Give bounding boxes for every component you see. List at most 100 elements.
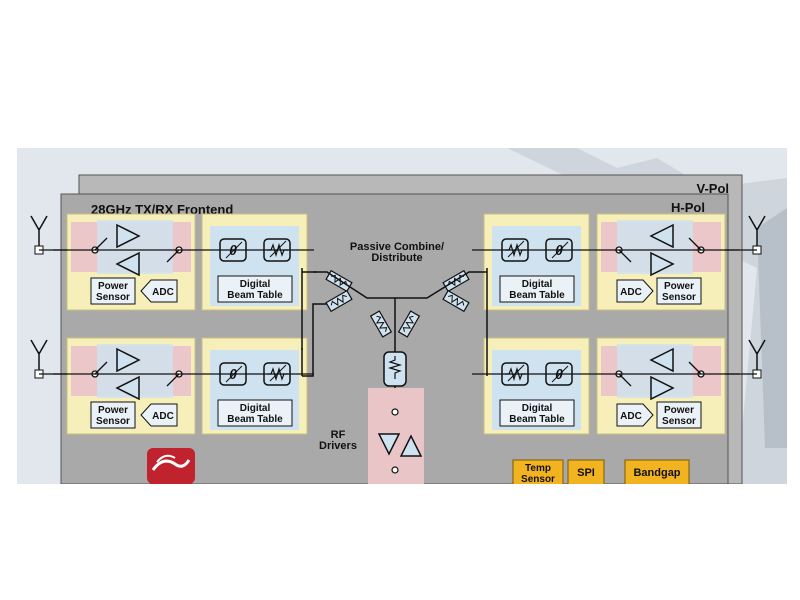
- combine-res-right-b-zigzag: [448, 294, 465, 307]
- wire-right-network: [395, 271, 487, 299]
- sensor-label-4: Sensor: [662, 416, 696, 427]
- switch-arm-a-2: [94, 361, 108, 375]
- temp-label: Temp: [525, 463, 551, 474]
- amp-bottom-2: [115, 375, 140, 401]
- power-label-2: Power: [98, 405, 128, 416]
- center-attenuator-zigzag: [387, 356, 403, 379]
- sensor-label-1: Sensor: [96, 292, 130, 303]
- combine-res-center-a: [369, 310, 393, 338]
- mountain-shadow: [757, 208, 787, 448]
- beam-table-label-2: Beam Table: [227, 414, 283, 425]
- combine-res-left-a-zigzag: [331, 274, 348, 287]
- power-sensor-box-3: [656, 277, 702, 305]
- rf-driver-amps: [377, 408, 423, 474]
- beam-table-box-1: [217, 275, 293, 303]
- passive-combine-label: Passive Combine/: [350, 241, 444, 253]
- adc-label-4: ADC: [620, 411, 642, 422]
- adc-box-4: [616, 403, 654, 427]
- beam-table-label-1: Beam Table: [227, 290, 283, 301]
- adc-box-2: [140, 403, 178, 427]
- combine-res-left-b: [325, 289, 353, 313]
- bandgap-box: [624, 459, 690, 484]
- logo-swoosh-2: [156, 454, 176, 463]
- switch-arm-b-2: [166, 373, 180, 387]
- rf-driver-amp-down: [377, 433, 401, 456]
- adc-box-1: [140, 279, 178, 303]
- adc-box-3: [616, 279, 654, 303]
- digital-label-1: Digital: [240, 279, 271, 290]
- distribute-label: Distribute: [371, 252, 422, 264]
- digital-label-2: Digital: [240, 403, 271, 414]
- rf-switch-node-top: [391, 408, 399, 416]
- spi-label: SPI: [577, 467, 595, 479]
- adc-label-2: ADC: [152, 411, 174, 422]
- switch-arm-a-1: [94, 237, 108, 251]
- hpol-label: H-Pol: [671, 200, 705, 215]
- switch-arm-b-3: [618, 249, 632, 263]
- spi-block: SPI: [567, 459, 605, 484]
- sensor-label-3: Sensor: [662, 292, 696, 303]
- switch-arm-b-4: [618, 373, 632, 387]
- logo-shape: [147, 448, 195, 484]
- rf-label: RF: [331, 429, 346, 441]
- power-sensor-box-4: [656, 401, 702, 429]
- switch-arm-a-4: [688, 361, 702, 375]
- power-sensor-box-2: [90, 401, 136, 429]
- amp-top-3: [649, 223, 674, 249]
- company-logo: [147, 448, 195, 484]
- switch-arm-a-3: [688, 237, 702, 251]
- spi-box: [567, 459, 605, 484]
- combine-res-left-b-zigzag: [330, 294, 347, 307]
- adc-label-1: ADC: [152, 287, 174, 298]
- amp-top-1: [116, 223, 141, 249]
- combine-res-right-a-zigzag: [447, 274, 464, 287]
- combine-res-center-b: [397, 310, 421, 338]
- attenuator-4-arrow: [507, 364, 525, 382]
- digital-label-3: Digital: [522, 279, 553, 290]
- power-label-1: Power: [98, 281, 128, 292]
- switch-arm-b-1: [166, 249, 180, 263]
- wire-left-lower-link: [302, 303, 327, 377]
- bandgap-label: Bandgap: [633, 467, 680, 479]
- combine-res-center-b-zigzag: [402, 315, 415, 332]
- center-attenuator: [383, 351, 407, 387]
- adc-label-3: ADC: [620, 287, 642, 298]
- attenuator-1-arrow: [269, 240, 287, 258]
- vpol-label: V-Pol: [696, 181, 729, 196]
- logo-swoosh: [151, 459, 191, 471]
- power-sensor-box-1: [90, 277, 136, 305]
- temp-sensor-block: Temp Sensor: [512, 459, 564, 484]
- amp-bottom-4: [650, 375, 675, 401]
- beam-table-label-3: Beam Table: [509, 290, 565, 301]
- attenuator-3-arrow: [507, 240, 525, 258]
- power-label-4: Power: [664, 405, 694, 416]
- beam-table-box-2: [217, 399, 293, 427]
- bandgap-block: Bandgap: [624, 459, 690, 484]
- temp-sensor-box: [512, 459, 564, 484]
- drivers-label: Drivers: [319, 440, 357, 452]
- combine-network: [301, 268, 488, 484]
- combine-res-right-b: [442, 289, 470, 313]
- rf-switch-node-bottom: [391, 466, 399, 474]
- attenuator-2-arrow: [269, 364, 287, 382]
- beam-table-box-3: [499, 275, 575, 303]
- diagram-canvas: V-Pol H-Pol 28GHz TX/RX Frontend PowerSe…: [17, 148, 787, 484]
- frontend-title: 28GHz TX/RX Frontend: [91, 202, 233, 217]
- beam-table-label-4: Beam Table: [509, 414, 565, 425]
- sensor-label-2: Sensor: [96, 416, 130, 427]
- amp-top-2: [116, 347, 141, 373]
- beam-table-box-4: [499, 399, 575, 427]
- wire-left-network: [313, 271, 395, 299]
- digital-label-4: Digital: [522, 403, 553, 414]
- amp-bottom-1: [115, 251, 140, 277]
- rf-driver-amp-up: [399, 434, 423, 457]
- combine-res-center-a-zigzag: [375, 315, 388, 332]
- sensor-label: Sensor: [521, 474, 555, 484]
- amp-top-4: [649, 347, 674, 373]
